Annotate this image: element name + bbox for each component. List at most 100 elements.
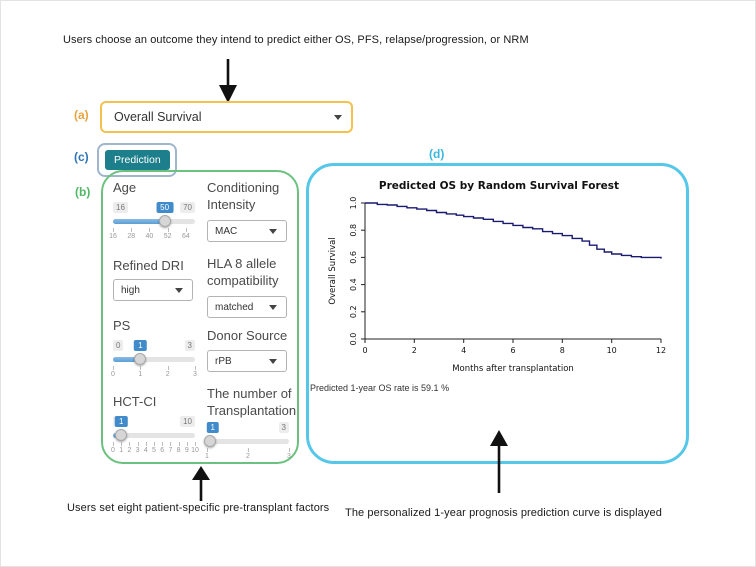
slider-grid-tick — [145, 442, 147, 446]
y-tick-label: 1.0 — [349, 197, 358, 210]
hct-ci-slider[interactable]: 0101012345678910 — [111, 416, 199, 462]
hct-ci-label: HCT-CI — [113, 394, 157, 409]
chevron-down-icon — [269, 359, 277, 364]
age-label: Age — [113, 180, 137, 195]
slider-grid-label: 52 — [163, 233, 172, 240]
slider-grid-label: 8 — [176, 447, 181, 454]
y-tick-label: 0.2 — [349, 305, 358, 318]
conditioning-select[interactable]: MAC — [207, 220, 287, 242]
y-tick-label: 0.8 — [349, 224, 358, 237]
x-tick-label: 2 — [412, 346, 417, 355]
slider-max-label: 3 — [278, 422, 289, 433]
transplant-number-slider[interactable]: 131123 — [204, 422, 291, 468]
slider-min-label: 0 — [113, 340, 124, 351]
refined-dri-select[interactable]: high — [113, 279, 193, 301]
y-tick-label: 0.4 — [349, 278, 358, 291]
ps-label: PS — [113, 318, 131, 333]
tag-b: (b) — [75, 185, 91, 199]
predicted-os-rate-text: Predicted 1-year OS rate is 59.1 % — [310, 383, 450, 393]
slider-grid-tick — [131, 228, 133, 232]
x-tick-label: 8 — [560, 346, 565, 355]
hla-value: matched — [215, 301, 254, 313]
slider-grid-label: 10 — [191, 447, 199, 454]
slider-value-badge: 1 — [206, 422, 219, 433]
slider-grid-label: 5 — [152, 447, 156, 454]
slider-grid-tick — [129, 442, 131, 446]
slider-grid-label: 64 — [181, 233, 190, 240]
slider-grid-label: 1 — [138, 371, 143, 378]
arrow-up-to-curve — [490, 430, 508, 493]
slider-max-label: 70 — [180, 202, 195, 213]
slider-value-badge: 1 — [134, 340, 147, 351]
prediction-result-panel — [306, 163, 689, 464]
x-tick-label: 12 — [656, 346, 666, 355]
slider-grid-tick — [113, 366, 114, 370]
tag-d: (d) — [429, 147, 445, 161]
x-tick-label: 6 — [510, 346, 515, 355]
slider-fill — [113, 357, 141, 362]
slider-grid-tick — [195, 442, 196, 446]
slider-handle[interactable] — [158, 215, 171, 227]
prediction-button-highlight: Prediction — [97, 143, 177, 177]
slider-grid-label: 2 — [165, 371, 170, 378]
slider-grid-tick — [195, 366, 196, 370]
slider-grid-tick — [137, 442, 139, 446]
donor-source-label: Donor Source — [207, 328, 288, 343]
slider-grid-label: 0 — [111, 371, 115, 378]
slider-grid-label: 2 — [246, 453, 250, 460]
survival-chart-svg: Predicted OS by Random Survival Forest 0 2… — [328, 180, 666, 374]
slider-grid-tick — [149, 228, 151, 232]
x-tick-label: 10 — [607, 346, 617, 355]
chevron-down-icon — [269, 229, 277, 234]
annotation-outcome-choice: Users choose an outcome they intend to p… — [63, 34, 529, 46]
slider-grid-tick — [154, 442, 155, 446]
donor-source-select[interactable]: rPB — [207, 350, 287, 372]
slider-grid-label: 4 — [143, 447, 148, 454]
slider-grid-tick — [167, 366, 169, 370]
slider-grid-label: 1 — [205, 453, 209, 460]
x-axis-label: Months after transplantation — [452, 364, 574, 374]
slider-grid-label: 3 — [135, 447, 140, 454]
slider-grid-tick — [207, 448, 208, 452]
slider-grid-tick — [140, 366, 142, 370]
y-axis-label: Overall Survival — [328, 237, 338, 304]
chart-title: Predicted OS by Random Survival Forest — [379, 180, 619, 192]
slider-grid-tick — [121, 442, 123, 446]
x-tick-label: 0 — [362, 346, 367, 355]
slider-track[interactable] — [113, 429, 195, 441]
slider-max-label: 10 — [180, 416, 195, 427]
slider-value-badge: 50 — [156, 202, 174, 213]
outcome-select[interactable]: Overall Survival — [100, 101, 353, 133]
slider-track[interactable] — [204, 435, 289, 447]
slider-grid-label: 6 — [160, 447, 165, 454]
slider-min-label: 16 — [113, 202, 128, 213]
slider-grid-tick — [178, 442, 180, 446]
prediction-button[interactable]: Prediction — [105, 150, 170, 170]
slider-handle[interactable] — [115, 429, 128, 441]
hla-label: HLA 8 allele compatibility — [207, 256, 279, 288]
slider-handle[interactable] — [134, 353, 147, 365]
conditioning-value: MAC — [215, 225, 238, 237]
annotation-factors: Users set eight patient-specific pre-tra… — [67, 502, 330, 514]
slider-track[interactable] — [113, 353, 195, 365]
survival-step-curve — [365, 202, 662, 259]
transplant-number-label: The number of Transplantation — [207, 386, 297, 418]
arrow-up-to-factors — [192, 466, 210, 501]
slider-grid-tick — [185, 228, 187, 232]
slider-grid-tick — [289, 448, 290, 452]
chevron-down-icon — [175, 288, 183, 293]
slider-value-badge: 1 — [114, 416, 128, 427]
hla-select[interactable]: matched — [207, 296, 287, 318]
survival-chart: Predicted OS by Random Survival Forest 0 2… — [323, 173, 675, 381]
annotation-curve: The personalized 1-year prognosis predic… — [345, 507, 662, 519]
slider-grid-label: 28 — [127, 233, 136, 240]
slider-grid-tick — [162, 442, 164, 446]
slider-handle[interactable] — [204, 435, 217, 447]
outcome-select-value: Overall Survival — [114, 110, 202, 124]
slider-track[interactable] — [113, 215, 195, 227]
